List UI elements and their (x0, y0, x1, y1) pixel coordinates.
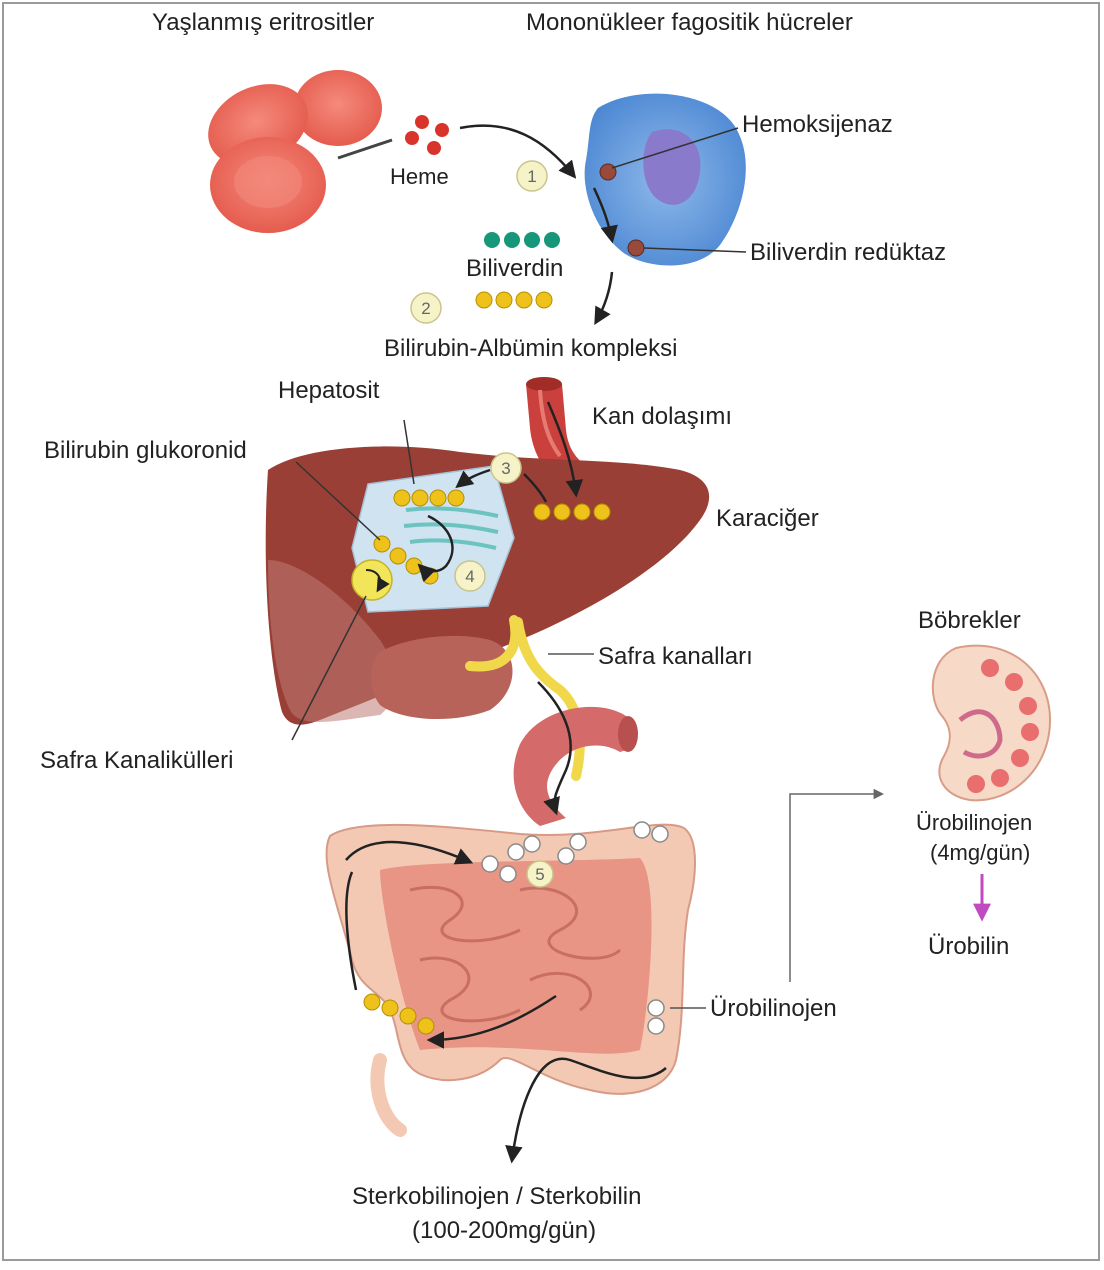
step-4-badge: 4 (455, 561, 485, 591)
liver-label: Karaciğer (716, 505, 819, 532)
kidneys-label: Böbrekler (918, 607, 1021, 634)
urobilinogen-gut-label: Ürobilinojen (710, 995, 837, 1022)
aged-erythrocytes (195, 69, 382, 233)
bile-canaliculi-label: Safra Kanalikülleri (40, 747, 233, 774)
biliverdin-reductase-label: Biliverdin redüktaz (750, 239, 946, 266)
svg-text:4: 4 (465, 567, 474, 586)
stercobilin-label-line2: (100-200mg/gün) (412, 1217, 596, 1244)
bilirubin-molecules (476, 292, 552, 308)
hemoxygenase-site (600, 164, 616, 180)
biliverdin-to-bilirubin-arrow (596, 272, 612, 322)
step-3-badge: 3 (491, 453, 521, 483)
svg-text:3: 3 (501, 459, 510, 478)
svg-text:5: 5 (535, 865, 544, 884)
biliverdin-molecules (484, 232, 560, 248)
urobilin-label: Ürobilin (928, 933, 1009, 960)
hemoxygenase-label: Hemoksijenaz (742, 111, 893, 138)
kidney (933, 646, 1050, 801)
bile-canaliculus (352, 560, 392, 600)
hepatocyte-label: Hepatosit (278, 377, 380, 404)
blood-circulation-label: Kan dolaşımı (592, 403, 732, 430)
heme-label: Heme (390, 164, 449, 189)
svg-text:2: 2 (421, 299, 430, 318)
step-1-badge: 1 (517, 161, 547, 191)
phagocytes-title: Mononükleer fagositik hücreler (526, 9, 853, 36)
heme-molecules (405, 115, 449, 155)
bile-ducts-label: Safra kanalları (598, 643, 753, 670)
svg-text:1: 1 (527, 167, 536, 186)
urobilinogen-kidney-line1: Ürobilinojen (916, 810, 1032, 835)
step-2-badge: 2 (411, 293, 441, 323)
bilirubin-glucuronide-label: Bilirubin glukoronid (44, 437, 247, 464)
heme-to-phagocyte-arrow (460, 126, 574, 176)
biliverdin-label: Biliverdin (466, 255, 563, 282)
biliverdin-reductase-site (628, 240, 644, 256)
portal-to-kidney-connector (790, 794, 882, 982)
urobilinogen-kidney-line2: (4mg/gün) (930, 840, 1030, 865)
stercobilin-label-line1: Sterkobilinojen / Sterkobilin (352, 1183, 642, 1210)
bilirubin-albumin-label: Bilirubin-Albümin kompleksi (384, 335, 677, 362)
step-5-badge: 5 (527, 861, 553, 887)
erythrocytes-title: Yaşlanmış eritrositler (152, 9, 374, 36)
